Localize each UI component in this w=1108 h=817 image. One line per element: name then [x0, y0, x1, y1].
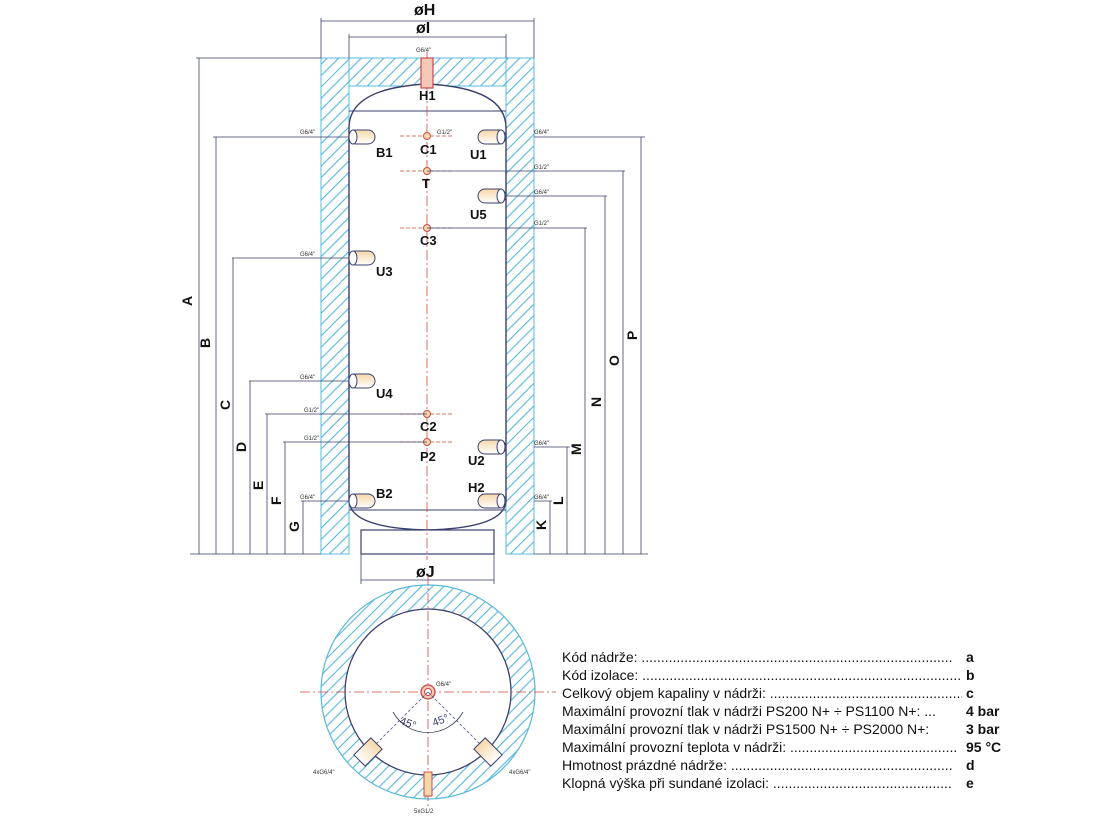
insulation-left	[320, 57, 350, 555]
plan-nozzle-right	[473, 737, 503, 767]
plan-view: G6/4" 45° 45° 4xG6/4" 4xG6/4" 5xG1/2	[300, 575, 556, 815]
spec-row: Celkový objem kapaliny v nádrži: .......…	[562, 684, 1002, 702]
pipe-u1	[477, 129, 507, 145]
svg-text:A: A	[179, 296, 195, 306]
svg-text:4xG6/4": 4xG6/4"	[509, 770, 530, 776]
spec-label: Maximální provozní tlak v nádrži PS200 N…	[562, 703, 936, 719]
svg-text:K: K	[533, 520, 549, 530]
svg-text:5xG1/2: 5xG1/2	[414, 809, 434, 815]
svg-text:G6/4": G6/4"	[300, 495, 315, 501]
plan-nozzle-bottom	[423, 771, 433, 797]
pipe-u3	[348, 250, 376, 266]
label-u5: U5	[470, 207, 487, 222]
label-p2: P2	[420, 449, 436, 464]
svg-text:G: G	[286, 521, 302, 532]
svg-text:G6/4": G6/4"	[436, 682, 451, 688]
svg-text:G1/2": G1/2"	[304, 408, 319, 414]
svg-text:G6/4": G6/4"	[534, 130, 549, 136]
label-h2: H2	[468, 480, 485, 495]
spec-label: Kód nádrže: ............................…	[562, 649, 953, 665]
spec-value: 95 °C	[966, 739, 1002, 755]
thread-labels: G6/4" G6/4" G1/2" G6/4" G1/2" G6/4" G6/4…	[300, 130, 549, 501]
svg-text:P: P	[624, 331, 640, 340]
specification-table: Kód nádrže: ............................…	[562, 648, 1002, 792]
svg-text:C: C	[217, 400, 233, 410]
spec-row: Kód izolace: ...........................…	[562, 666, 1002, 684]
svg-text:G6/4": G6/4"	[300, 130, 315, 136]
pipe-b2	[348, 493, 376, 509]
pipe-u2	[477, 439, 507, 455]
spec-value: e	[966, 775, 974, 791]
spec-row: Hmotnost prázdné nádrže: ...............…	[562, 756, 1002, 774]
label-foot-diameter: øJ	[416, 564, 435, 581]
pipe-u4	[348, 373, 376, 389]
svg-text:G1/2": G1/2"	[437, 130, 452, 136]
plan-nozzle-left	[353, 737, 383, 767]
pipe-h2	[477, 493, 507, 509]
svg-text:B: B	[197, 338, 213, 348]
spec-value: b	[966, 667, 975, 683]
spec-label: Klopná výška při sundané izolaci: ......…	[562, 775, 952, 791]
pipe-b1	[348, 129, 376, 145]
spec-label: Kód izolace: ...........................…	[562, 667, 962, 683]
spec-row: Kód nádrže: ............................…	[562, 648, 1002, 666]
dimension-lines	[190, 18, 648, 584]
label-b1: B1	[376, 145, 393, 160]
svg-text:L: L	[550, 496, 566, 505]
height-letters: A B C D E F G P O N M L K	[179, 296, 640, 532]
port-h1	[420, 57, 434, 89]
svg-text:E: E	[250, 481, 266, 490]
svg-text:4xG6/4": 4xG6/4"	[313, 770, 334, 776]
insulation-right	[505, 57, 535, 555]
svg-text:M: M	[568, 443, 584, 455]
tank-foot	[360, 529, 495, 555]
spec-row: Maximální provozní tlak v nádrži PS200 N…	[562, 702, 1002, 720]
svg-text:N: N	[588, 397, 604, 407]
label-b2: B2	[376, 486, 393, 501]
svg-text:F: F	[268, 496, 284, 505]
svg-text:G6/4": G6/4"	[534, 441, 549, 447]
side-view: G6/4" H1 B1 U3 U4 B2 U1	[320, 48, 535, 560]
label-u3: U3	[376, 264, 393, 279]
svg-text:G6/4": G6/4"	[534, 190, 549, 196]
svg-text:D: D	[233, 442, 249, 452]
spec-row: Maximální provozní teplota v nádrži: ...…	[562, 738, 1002, 756]
label-u1: U1	[470, 147, 487, 162]
svg-text:G6/4": G6/4"	[534, 495, 549, 501]
label-c1: C1	[420, 142, 437, 157]
spec-value: 4 bar	[966, 703, 1000, 719]
svg-text:G1/2": G1/2"	[304, 436, 319, 442]
label-c2: C2	[420, 419, 437, 434]
label-t: T	[422, 176, 430, 191]
spec-value: d	[966, 757, 975, 773]
tank-shell	[348, 83, 507, 531]
spec-label: Maximální provozní tlak v nádrži PS1500 …	[562, 721, 930, 737]
spec-row: Klopná výška při sundané izolaci: ......…	[562, 774, 1002, 792]
label-inner-diameter: øI	[416, 20, 430, 37]
angle-left: 45°	[398, 715, 418, 732]
svg-text:G6/4": G6/4"	[300, 375, 315, 381]
svg-text:O: O	[606, 355, 622, 366]
svg-text:G1/2": G1/2"	[534, 165, 549, 171]
label-outer-diameter: øH	[414, 2, 435, 19]
label-h1: H1	[419, 88, 436, 103]
spec-value: a	[966, 649, 974, 665]
spec-label: Maximální provozní teplota v nádrži: ...…	[562, 739, 958, 755]
label-u4: U4	[376, 386, 393, 401]
spec-label: Celkový objem kapaliny v nádrži: .......…	[562, 685, 962, 701]
label-u2: U2	[468, 453, 485, 468]
svg-text:G6/4": G6/4"	[300, 252, 315, 258]
spec-value: 3 bar	[966, 721, 1000, 737]
angle-right: 45°	[431, 712, 451, 729]
svg-text:G6/4": G6/4"	[416, 48, 431, 54]
socket-c1	[400, 132, 454, 140]
label-c3: C3	[420, 233, 437, 248]
spec-label: Hmotnost prázdné nádrže: ...............…	[562, 757, 953, 773]
pipe-u5	[477, 188, 507, 204]
svg-text:G1/2": G1/2"	[534, 221, 549, 227]
spec-row: Maximální provozní tlak v nádrži PS1500 …	[562, 720, 1002, 738]
spec-value: c	[966, 685, 974, 701]
